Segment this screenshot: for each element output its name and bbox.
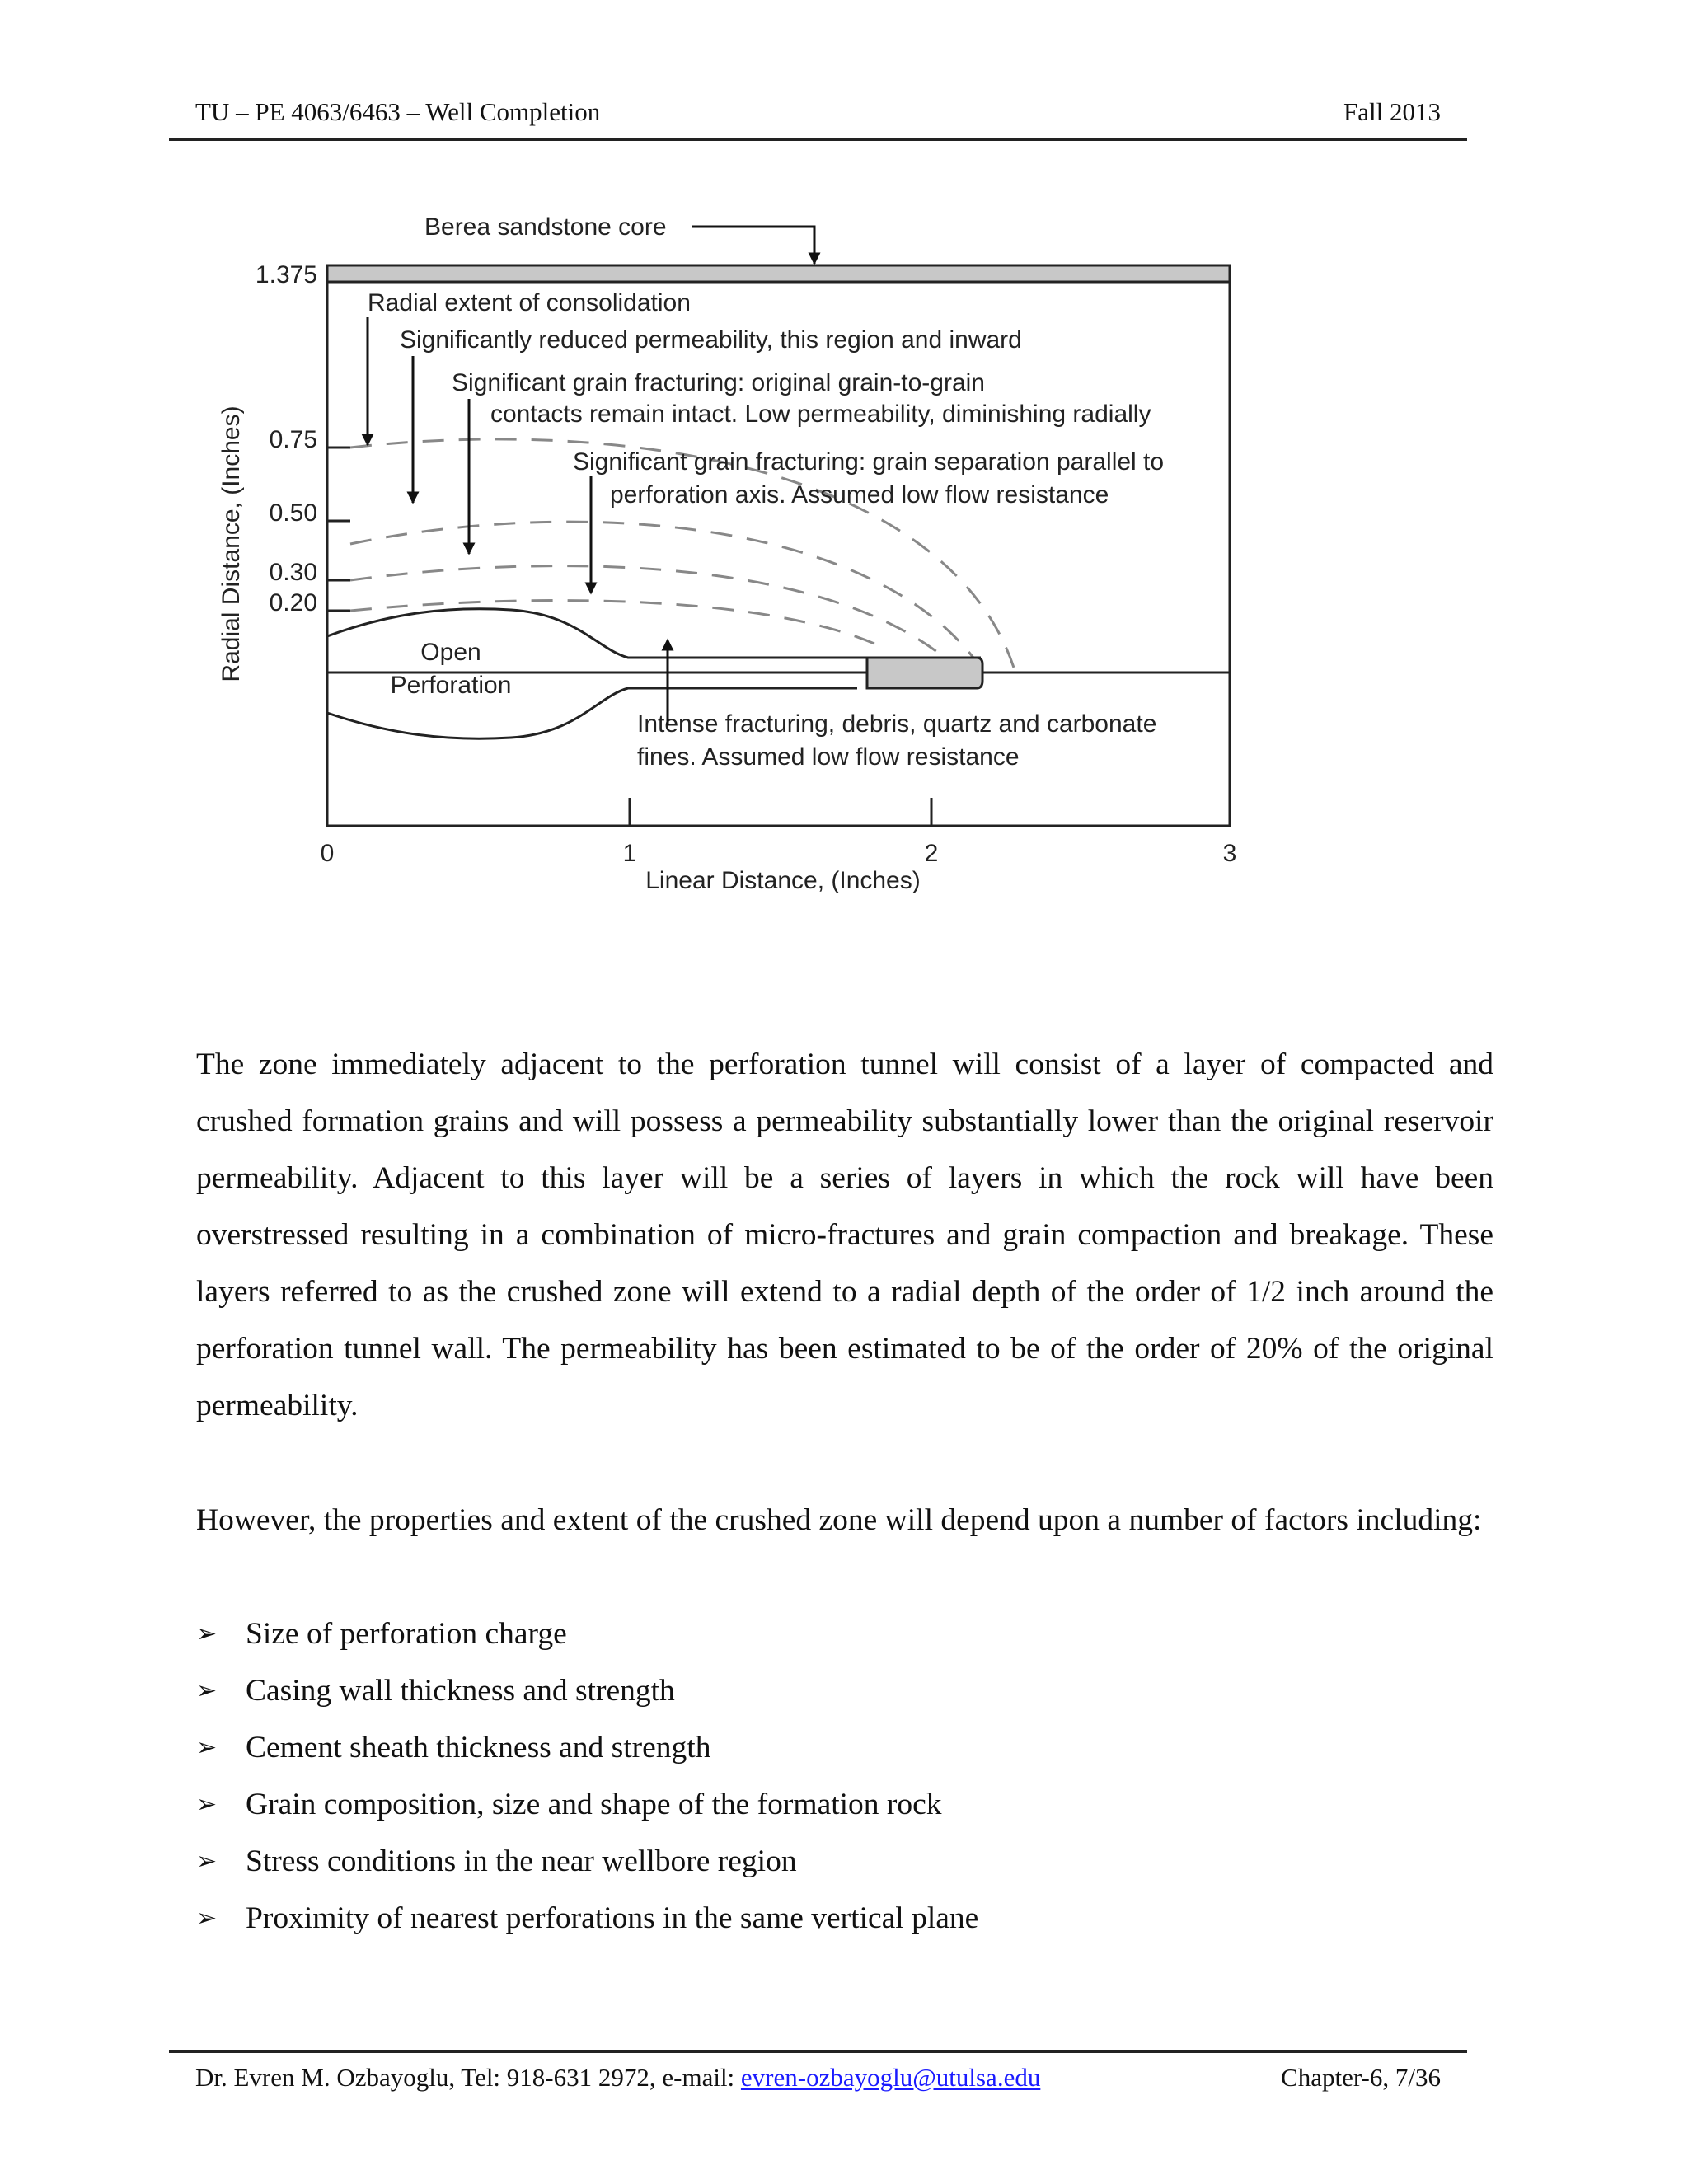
zone-boundaries — [349, 438, 1015, 669]
list-item: ➢ Stress conditions in the near wellbore … — [196, 1833, 978, 1890]
y-tick-030: 0.30 — [270, 559, 317, 586]
list-item: ➢ Size of perforation charge — [196, 1605, 978, 1662]
arrow-bullet-icon: ➢ — [196, 1790, 218, 1819]
list-item-text: Casing wall thickness and strength — [246, 1674, 675, 1708]
list-item: ➢ Grain composition, size and shape of th… — [196, 1776, 978, 1833]
x-tick-0: 0 — [321, 840, 335, 867]
arrow-bullet-icon: ➢ — [196, 1904, 218, 1933]
y-tick-050: 0.50 — [270, 499, 317, 527]
x-tick-3: 3 — [1223, 840, 1237, 867]
semester: Fall 2013 — [1343, 97, 1441, 126]
author-contact: Dr. Evren M. Ozbayoglu, Tel: 918-631 297… — [195, 2063, 1040, 2093]
y-tick-075: 0.75 — [270, 426, 317, 453]
debris-plug — [865, 656, 984, 690]
x-tick-marks — [628, 798, 933, 826]
list-item-text: Stress conditions in the near wellbore r… — [246, 1844, 797, 1878]
annotation-intense-fracturing-b: fines. Assumed low flow resistance — [637, 743, 1020, 771]
email-link[interactable]: evren-ozbayoglu@utulsa.edu — [740, 2063, 1041, 2092]
plot-frame — [326, 280, 1231, 827]
course-title: TU – PE 4063/6463 – Well Completion — [195, 97, 601, 126]
y-tick-1375: 1.375 — [256, 261, 317, 288]
core-arrow — [692, 225, 821, 265]
x-tick-2: 2 — [925, 840, 939, 867]
page-footer: Dr. Evren M. Ozbayoglu, Tel: 918-631 297… — [169, 2050, 1467, 2092]
annotation-grain-fracturing-1: Significant grain fracturing: original g… — [452, 369, 985, 396]
list-item: ➢ Proximity of nearest perforations in th… — [196, 1890, 978, 1947]
paragraph-factors-intro: However, the properties and extent of th… — [196, 1503, 1482, 1537]
y-axis-label: Radial Distance, (Inches) — [218, 405, 245, 682]
open-perforation-label-1: Open — [420, 639, 481, 666]
core-label: Berea sandstone core — [424, 213, 667, 241]
annotation-consolidation: Radial extent of consolidation — [368, 289, 691, 316]
core-strip — [326, 264, 1231, 284]
annotation-reduced-perm: Significantly reduced permeability, this… — [400, 326, 1022, 354]
factors-list: ➢ Size of perforation charge ➢ Casing wall… — [196, 1605, 978, 1947]
arrow-bullet-icon: ➢ — [196, 1676, 218, 1705]
perforation-outline-lower — [326, 687, 857, 740]
open-perforation-label-2: Perforation — [391, 672, 512, 699]
list-item-text: Grain composition, size and shape of the… — [246, 1788, 942, 1821]
annotation-grain-fracturing-2b: perforation axis. Assumed low flow resis… — [610, 481, 1109, 509]
paragraph-crushed-zone: The zone immediately adjacent to the per… — [196, 1047, 1493, 1422]
arrow-bullet-icon: ➢ — [196, 1847, 218, 1876]
contact-prefix: Dr. Evren M. Ozbayoglu, Tel: 918-631 297… — [195, 2063, 741, 2092]
x-tick-1: 1 — [623, 840, 637, 867]
perforation-damage-figure: Berea sandstone core 1.375 0.75 0.50 0.3… — [218, 213, 1237, 894]
annotation-arrows — [361, 317, 674, 725]
y-tick-marks — [327, 446, 350, 612]
x-axis-label: Linear Distance, (Inches) — [645, 867, 921, 894]
annotation-intense-fracturing: Intense fracturing, debris, quartz and c… — [637, 710, 1156, 738]
annotation-grain-fracturing-2: Significant grain fracturing: grain sepa… — [573, 448, 1164, 476]
arrow-bullet-icon: ➢ — [196, 1619, 218, 1648]
list-item-text: Cement sheath thickness and strength — [246, 1731, 711, 1765]
list-item-text: Proximity of nearest perforations in the… — [246, 1901, 979, 1935]
annotation-grain-fracturing-1b: contacts remain intact. Low permeability… — [490, 401, 1151, 428]
page-number: Chapter-6, 7/36 — [1281, 2063, 1441, 2092]
list-item: ➢ Casing wall thickness and strength — [196, 1662, 978, 1719]
perforation-outline-upper — [326, 607, 981, 659]
list-item-text: Size of perforation charge — [246, 1617, 567, 1651]
arrow-bullet-icon: ➢ — [196, 1733, 218, 1762]
list-item: ➢ Cement sheath thickness and strength — [196, 1719, 978, 1776]
y-tick-020: 0.20 — [270, 589, 317, 616]
page-header: TU – PE 4063/6463 – Well Completion Fall… — [169, 92, 1467, 141]
